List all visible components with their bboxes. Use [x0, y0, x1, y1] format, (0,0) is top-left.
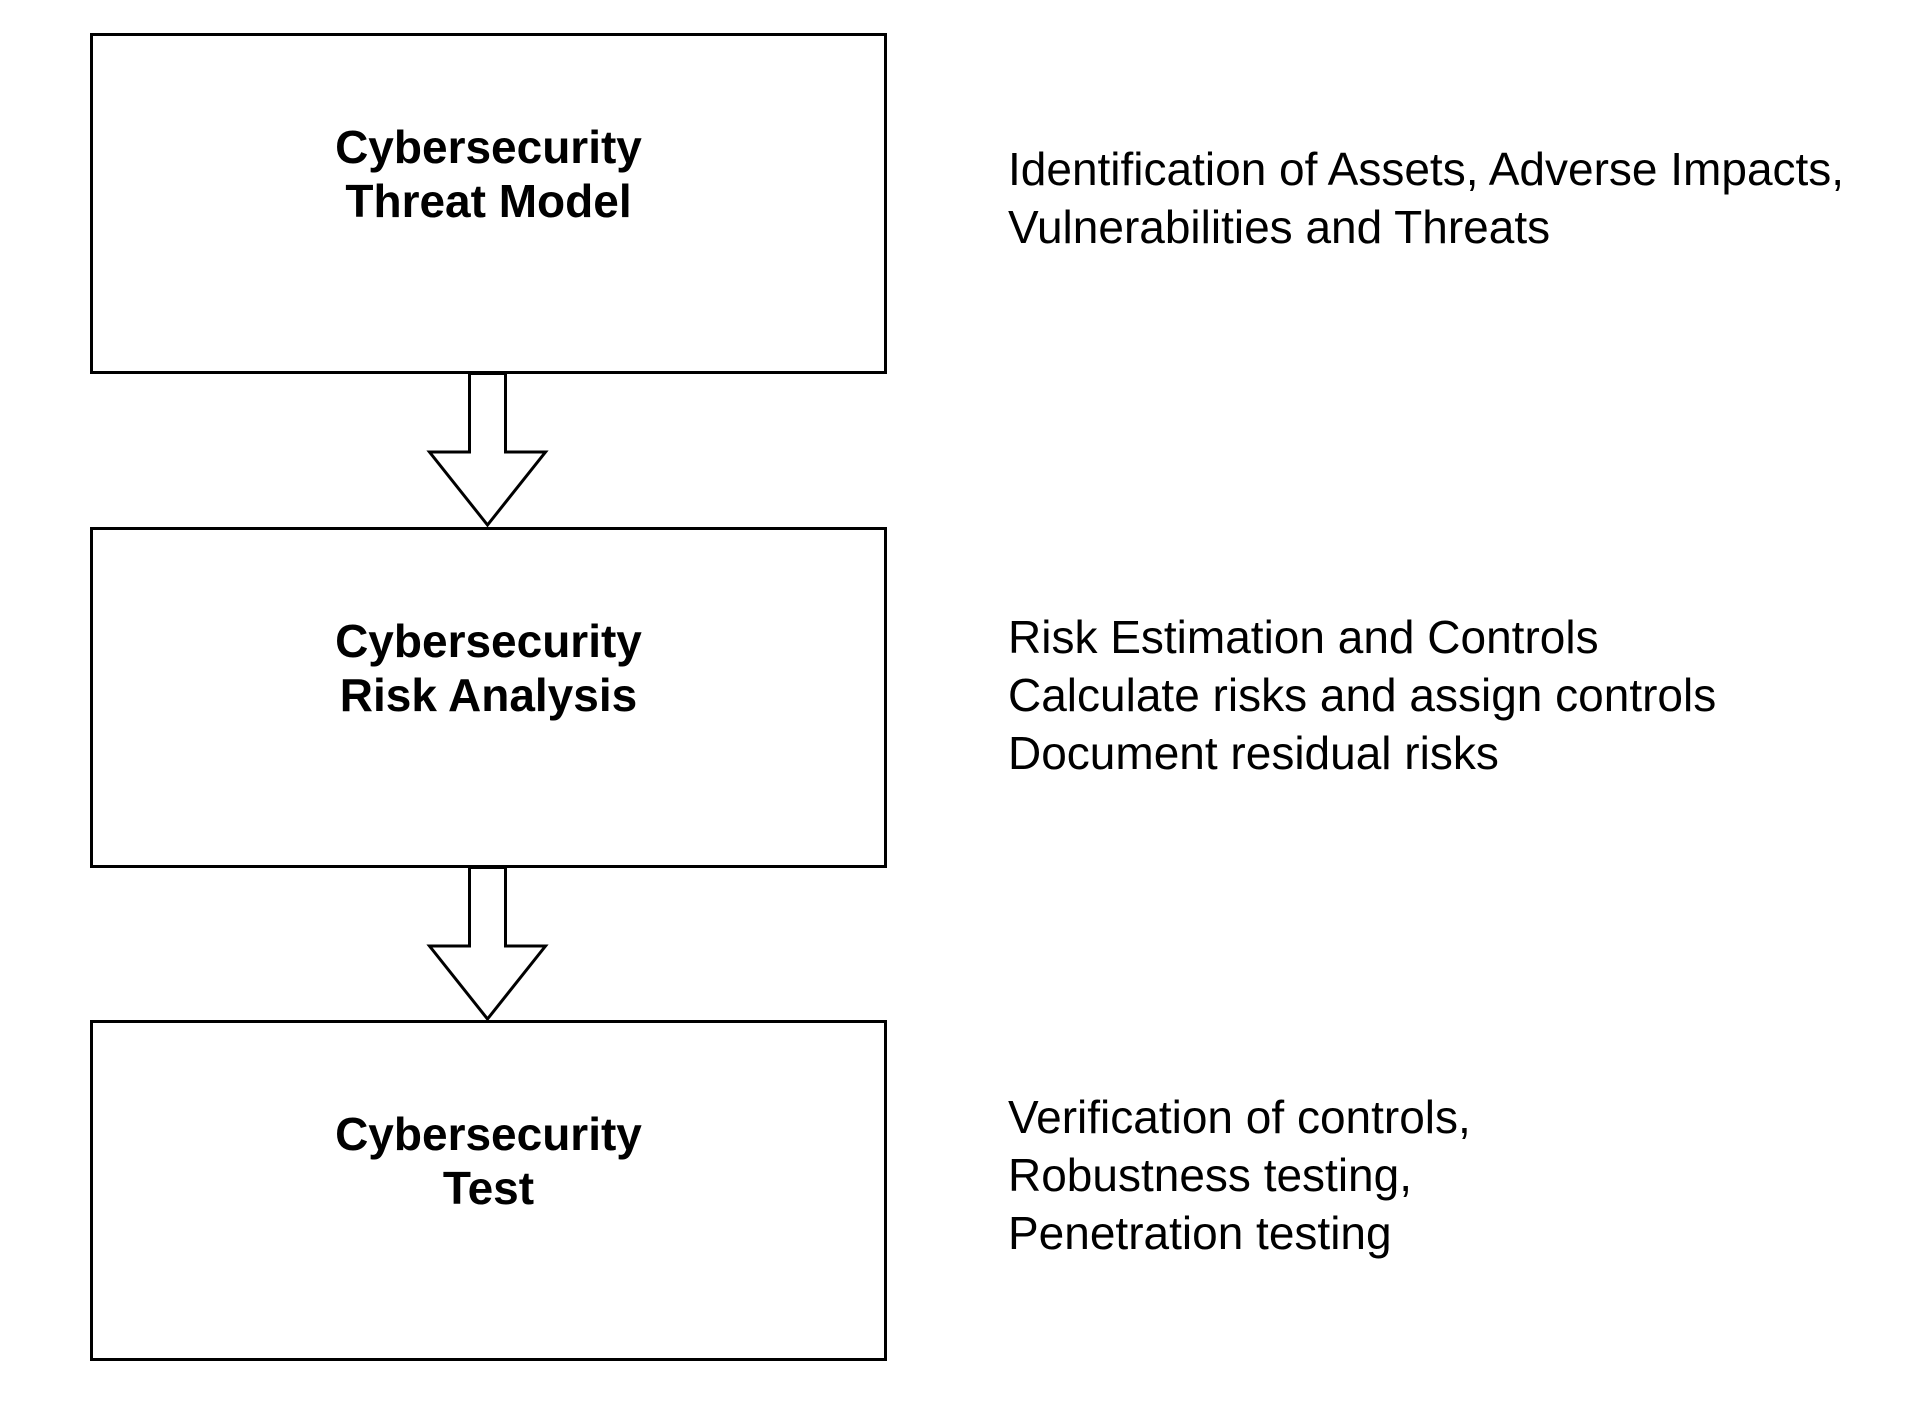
- step-box-test: Cybersecurity Test: [90, 1020, 887, 1361]
- box-title-line: Cybersecurity: [335, 615, 642, 667]
- step-description-test: Verification of controls, Robustness tes…: [1008, 1088, 1471, 1262]
- box-title-risk-analysis: Cybersecurity Risk Analysis: [93, 614, 884, 722]
- box-title-line: Risk Analysis: [339, 669, 638, 721]
- step-box-threat-model: Cybersecurity Threat Model: [90, 33, 887, 374]
- description-line: Document residual risks: [1008, 727, 1499, 779]
- step-box-risk-analysis: Cybersecurity Risk Analysis: [90, 527, 887, 868]
- description-line: Identification of Assets, Adverse Impact…: [1008, 143, 1845, 195]
- description-line: Vulnerabilities and Threats: [1008, 201, 1551, 253]
- box-title-line: Test: [442, 1162, 535, 1214]
- down-arrow-icon: [426, 372, 549, 528]
- step-description-threat-model: Identification of Assets, Adverse Impact…: [1008, 140, 1844, 256]
- box-title-line: Threat Model: [345, 175, 632, 227]
- down-arrow-icon: [426, 866, 549, 1022]
- box-title-line: Cybersecurity: [335, 121, 642, 173]
- box-title-threat-model: Cybersecurity Threat Model: [93, 120, 884, 228]
- box-title-line: Cybersecurity: [335, 1108, 642, 1160]
- box-title-test: Cybersecurity Test: [93, 1107, 884, 1215]
- description-line: Risk Estimation and Controls: [1008, 611, 1599, 663]
- description-line: Verification of controls,: [1008, 1091, 1471, 1143]
- description-line: Penetration testing: [1008, 1207, 1392, 1259]
- description-line: Robustness testing,: [1008, 1149, 1413, 1201]
- description-line: Calculate risks and assign controls: [1008, 669, 1717, 721]
- step-description-risk-analysis: Risk Estimation and Controls Calculate r…: [1008, 608, 1716, 782]
